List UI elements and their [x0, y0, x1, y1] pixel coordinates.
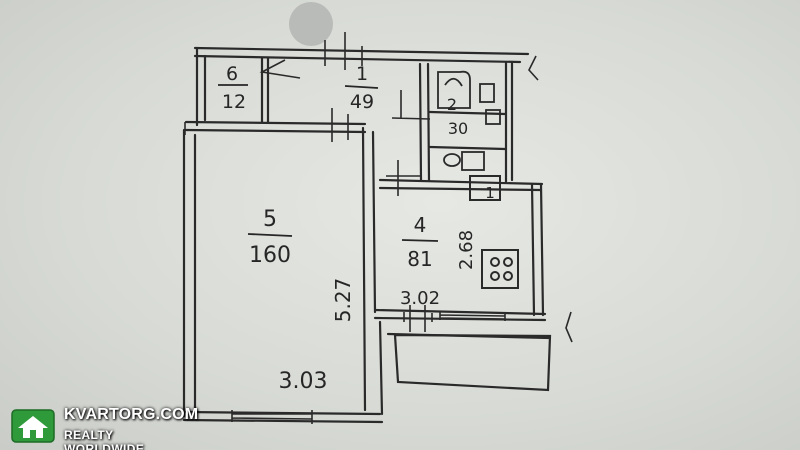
- watermark-brand: KVARTORG.COM: [64, 406, 199, 423]
- bathtub-icon: [437, 70, 501, 125]
- room-bathroom-number: 2: [447, 95, 457, 114]
- room-storage-number: 6: [226, 63, 238, 85]
- door-marks: [184, 32, 573, 343]
- watermark-logo: KVARTORG.COM REALTY WORLDWIDE: [6, 404, 198, 450]
- room-labels: 6 12 1 49 2 30 5 160 4 81 1: [218, 63, 495, 271]
- room-hall-area: 49: [350, 91, 374, 113]
- room-bathroom-area: 30: [448, 119, 468, 138]
- stove-icon: [481, 249, 519, 289]
- boiler-icon: [469, 175, 501, 201]
- boiler-label: 1: [485, 184, 495, 202]
- house-logo-icon: [11, 409, 55, 443]
- room-living-area: 160: [249, 243, 291, 268]
- kitchen-width-dimension: 3.02: [400, 288, 440, 309]
- smudge-mark: [289, 2, 333, 46]
- room-storage-area: 12: [222, 91, 246, 113]
- windows: [231, 312, 506, 424]
- watermark-tagline: REALTY WORLDWIDE: [64, 428, 145, 450]
- toilet-icon: [443, 151, 485, 171]
- room-kitchen-number: 4: [414, 213, 427, 237]
- room-kitchen-area: 81: [407, 247, 432, 271]
- room-living-number: 5: [263, 207, 277, 232]
- dimension-labels: 5.27 3.03 2.68 3.02: [279, 230, 477, 394]
- kitchen-length-dimension: 2.68: [456, 230, 477, 270]
- living-length-dimension: 5.27: [331, 278, 355, 323]
- room-hall-number: 1: [356, 63, 368, 85]
- living-width-dimension: 3.03: [279, 369, 328, 394]
